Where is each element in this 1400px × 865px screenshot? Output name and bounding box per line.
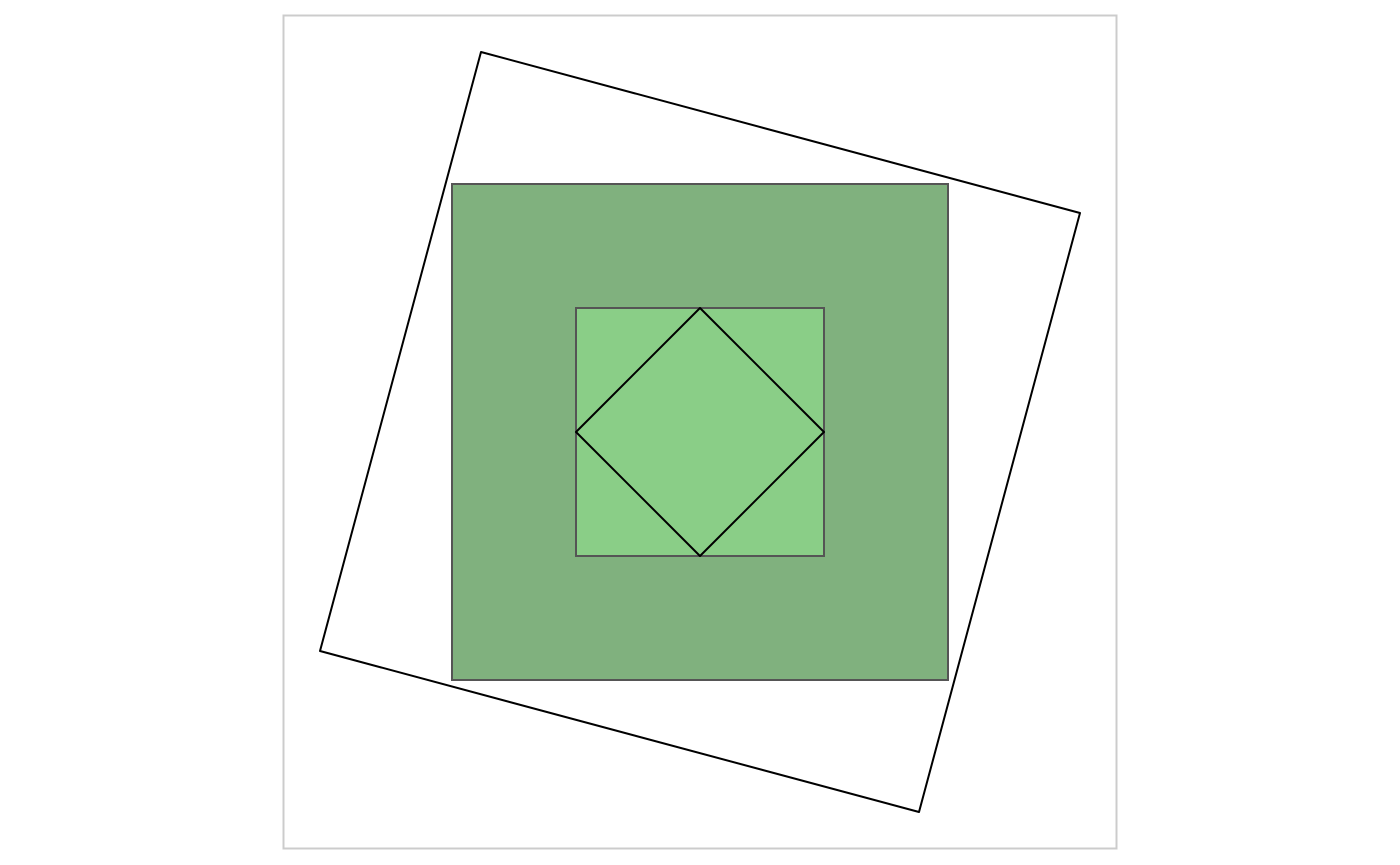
small-green-square	[575, 307, 825, 557]
rotated-square	[319, 51, 1081, 813]
outer-square-frame	[282, 14, 1118, 850]
inscribed-diamond	[575, 307, 825, 557]
